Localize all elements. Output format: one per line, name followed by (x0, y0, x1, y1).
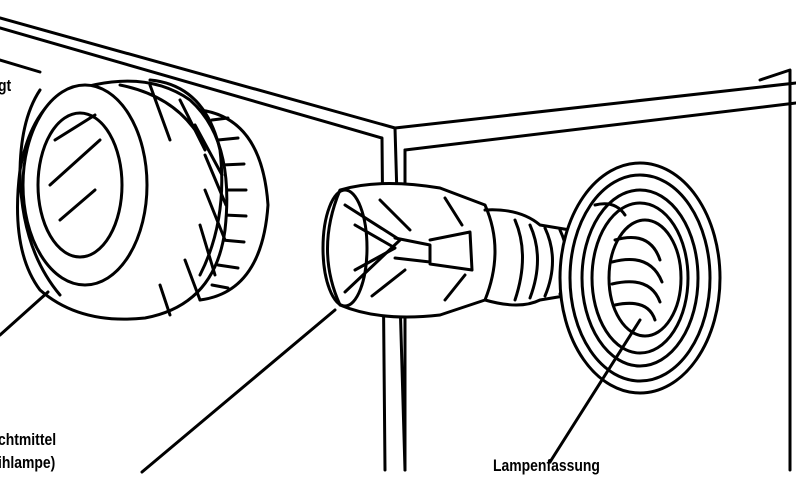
bulb-label-line1: chtmittel (0, 430, 57, 449)
light-bulb (321, 181, 609, 319)
socket-label: Lampenfassung (493, 456, 600, 475)
lamp-cover (16, 78, 270, 321)
leader-lines (0, 290, 642, 474)
cover-label: gt (0, 76, 12, 95)
lamp-socket (558, 161, 722, 395)
bulb-label-line2: ihlampe) (0, 453, 56, 472)
